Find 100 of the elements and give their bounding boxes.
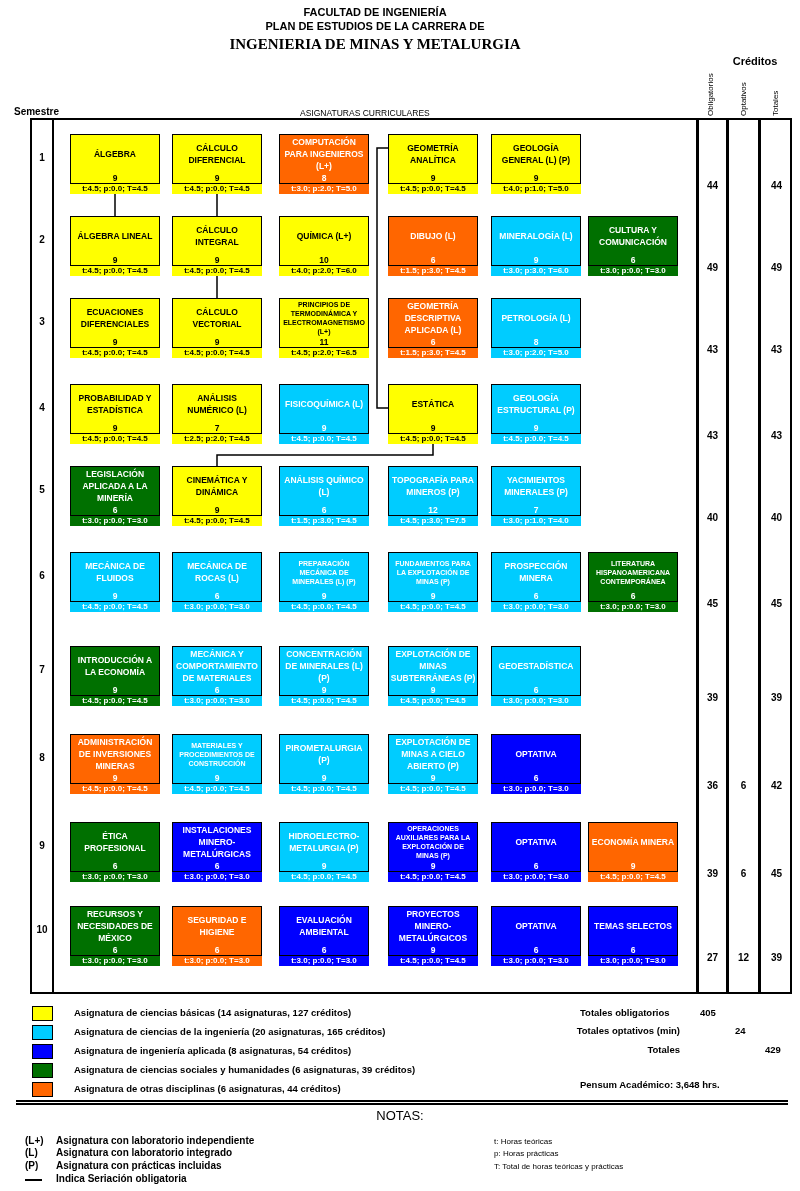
note-symbol: (L+) (25, 1135, 44, 1146)
hours-bar: t:1.5; p:3.0; T=4.5 (279, 516, 369, 526)
credit-value: 9 (321, 591, 327, 601)
course-title: PROBABILIDAD Y ESTADÍSTICA (77, 392, 153, 417)
credit-value: 6 (533, 861, 539, 871)
hours-bar: t:4.0; p:2.0; T=6.0 (279, 266, 369, 276)
hours-bar: t:3.0; p:0.0; T=3.0 (588, 266, 678, 276)
credit-total: 44 (769, 180, 784, 191)
note-text: Asignatura con laboratorio integrado (56, 1147, 233, 1158)
course-title: ÁLGEBRA LINEAL (76, 230, 154, 243)
course-title: HIDROELECTRO-METALURGIA (P) (287, 830, 361, 855)
hours-bar: t:3.0; p:0.0; T=3.0 (70, 956, 160, 966)
legend-text: Asignatura de ciencias de la ingeniería (20 asignaturas, 165 créditos) (74, 1026, 386, 1037)
credit-value: 9 (112, 773, 118, 783)
course-title: CÁLCULO DIFERENCIAL (187, 142, 247, 167)
credit-value: 6 (630, 945, 636, 955)
hours-bar: t:1.5; p:3.0; T=4.5 (388, 348, 478, 358)
credit-value: 9 (430, 591, 436, 601)
credit-value: 6 (430, 337, 436, 347)
hours-bar: t:3.0; p:3.0; T=6.0 (491, 266, 581, 276)
course-title: ECUACIONES DIFERENCIALES (79, 306, 151, 331)
credit-value: 6 (630, 255, 636, 265)
hours-bar: t:3.0; p:0.0; T=3.0 (172, 602, 262, 612)
credit-value: 9 (112, 255, 118, 265)
hours-bar: t:4.5; p:0.0; T=4.5 (491, 434, 581, 444)
course-title: RECURSOS Y NECESIDADES DE MÉXICO (76, 908, 154, 945)
totals-label: Totales obligatorios (580, 1007, 670, 1018)
course-title: PETROLOGÍA (L) (500, 312, 572, 325)
seriation-line (216, 275, 218, 299)
credit-total: 45 (769, 868, 784, 879)
credit-value: 6 (214, 591, 220, 601)
course-title: EXPLOTACIÓN DE MINAS A CIELO ABIERTO (P) (394, 735, 472, 773)
course-title: PROSPECCIÓN MINERA (503, 559, 569, 585)
semester-number: 6 (38, 570, 46, 581)
course-title: CONCENTRACIÓN DE MINERALES (L) (P) (284, 647, 364, 685)
course-title: CULTURA Y COMUNICACIÓN (598, 224, 668, 249)
credit-total: 43 (705, 430, 720, 441)
credit-value: 6 (630, 591, 636, 601)
course-title: LEGISLACIÓN APLICADA A LA MINERÍA (81, 467, 149, 505)
hours-bar: t:4.5; p:0.0; T=4.5 (279, 872, 369, 882)
hours-bar: t:1.5; p:3.0; T=4.5 (388, 266, 478, 276)
credit-value: 6 (533, 945, 539, 955)
course-title: ADMINISTRACIÓN DE INVERSIONES MINERAS (76, 735, 154, 773)
credit-value: 9 (112, 423, 118, 433)
course-title: ANÁLISIS NUMÉRICO (L) (186, 392, 248, 417)
credit-total: 49 (705, 262, 720, 273)
course-title: COMPUTACIÓN PARA INGENIEROS (L+) (283, 135, 365, 173)
credit-total: 6 (739, 780, 748, 791)
seriation-line (376, 147, 389, 409)
credit-total: 6 (739, 868, 748, 879)
column-header: Semestre (14, 106, 60, 117)
credit-total: 45 (769, 598, 784, 609)
hours-bar: t:4.5; p:2.0; T=6.5 (279, 348, 369, 358)
hours-bar: t:4.5; p:0.0; T=4.5 (279, 784, 369, 794)
note-text: T: Total de horas teóricas y prácticas (494, 1162, 624, 1171)
course-title: SEGURIDAD E HIGIENE (186, 914, 248, 939)
credit-value: 9 (430, 173, 436, 183)
hours-bar: t:4.5; p:0.0; T=4.5 (388, 872, 478, 882)
hours-bar: t:4.5; p:0.0; T=4.5 (388, 434, 478, 444)
pensum-text: Pensum Académico: 3,648 hrs. (580, 1079, 720, 1090)
credit-total: 39 (769, 952, 784, 963)
course-title: CINEMÁTICA Y DINÁMICA (185, 474, 249, 499)
credit-value: 6 (430, 255, 436, 265)
course-title: MECÁNICA DE FLUIDOS (84, 560, 146, 585)
note-symbol: (P) (25, 1160, 39, 1171)
totals-value: 429 (765, 1044, 781, 1055)
credit-value: 9 (214, 255, 220, 265)
hours-bar: t:4.5; p:0.0; T=4.5 (172, 348, 262, 358)
credit-total: 49 (769, 262, 784, 273)
credit-value: 9 (533, 255, 539, 265)
hours-bar: t:4.5; p:0.0; T=4.5 (388, 184, 478, 194)
course-title: ÁLGEBRA (93, 148, 137, 161)
credit-value: 9 (112, 337, 118, 347)
hours-bar: t:3.0; p:0.0; T=3.0 (491, 872, 581, 882)
hours-bar: t:4.5; p:0.0; T=4.5 (388, 784, 478, 794)
credit-total: 44 (705, 180, 720, 191)
semester-number: 10 (35, 924, 49, 935)
credit-value: 9 (430, 861, 436, 871)
hours-bar: t:3.0; p:0.0; T=3.0 (279, 956, 369, 966)
header-text: PLAN DE ESTUDIOS DE LA CARRERA DE (264, 20, 486, 32)
seriation-line (114, 193, 116, 217)
credit-total: 45 (705, 598, 720, 609)
credit-value: 9 (430, 945, 436, 955)
semester-number: 7 (38, 664, 46, 675)
hours-bar: t:4.5; p:0.0; T=4.5 (388, 696, 478, 706)
hours-bar: t:4.5; p:0.0; T=4.5 (70, 602, 160, 612)
credit-value: 9 (214, 505, 220, 515)
hours-bar: t:3.0; p:2.0; T=5.0 (491, 348, 581, 358)
hours-bar: t:2.5; p:2.0; T=4.5 (172, 434, 262, 444)
credit-value: 8 (533, 337, 539, 347)
hours-bar: t:3.0; p:2.0; T=5.0 (279, 184, 369, 194)
hours-bar: t:4.5; p:0.0; T=4.5 (70, 784, 160, 794)
header-text: FACULTAD DE INGENIERÍA (302, 6, 448, 18)
credit-value: 9 (214, 337, 220, 347)
course-title: OPTATIVA (514, 920, 558, 933)
course-title: PIROMETALURGIA (P) (284, 742, 364, 767)
credit-value: 9 (321, 423, 327, 433)
course-title: MECÁNICA DE ROCAS (L) (186, 560, 248, 585)
hours-bar: t:3.0; p:0.0; T=3.0 (491, 956, 581, 966)
note-text: t: Horas teóricas (494, 1137, 553, 1146)
